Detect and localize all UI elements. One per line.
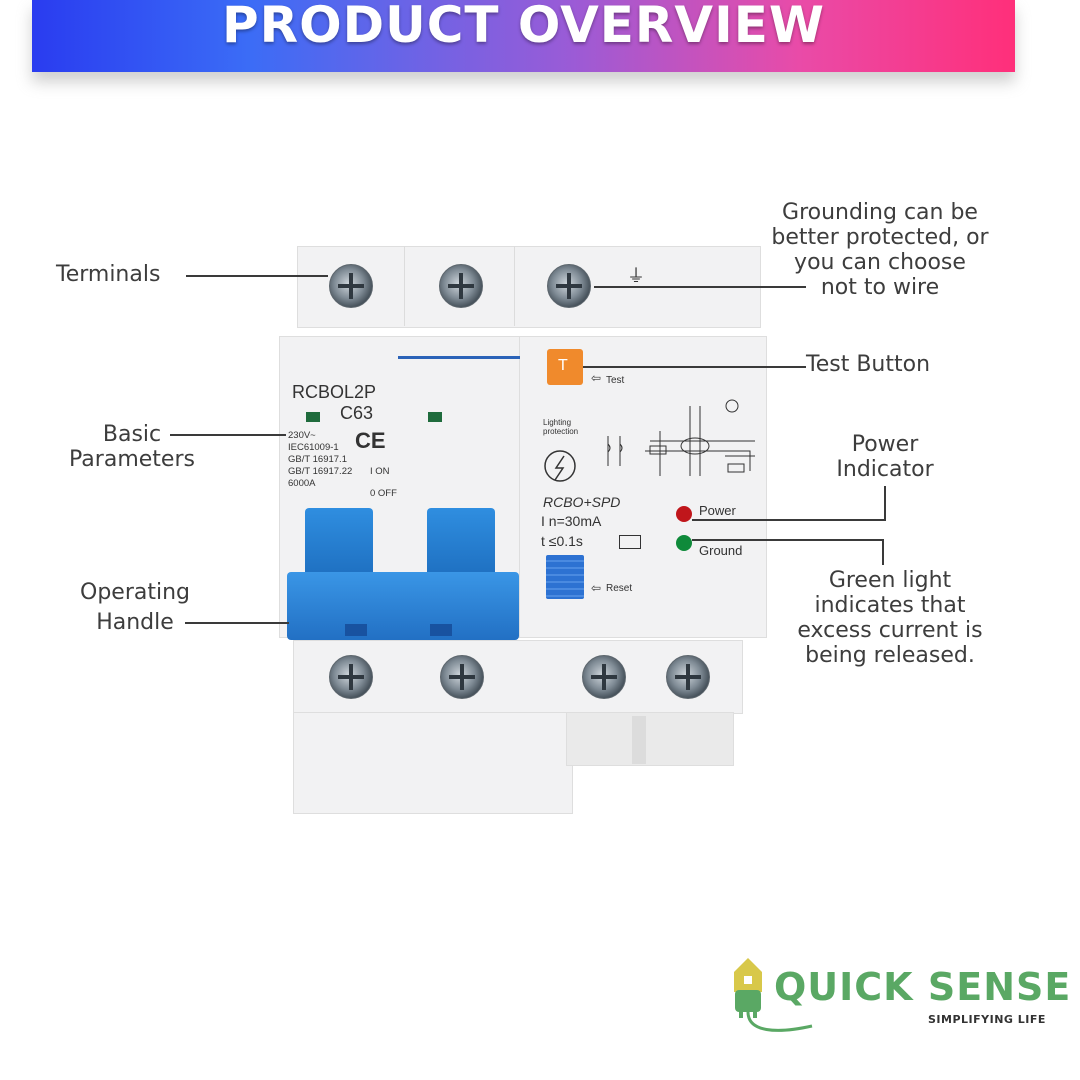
in-value: I n=30mA	[541, 513, 602, 529]
power-led-label: Power	[699, 503, 736, 518]
handle-upper-left	[305, 508, 373, 578]
terminal-screw	[666, 655, 710, 699]
reset-arrow: ⇦	[591, 581, 602, 595]
power-indicator-leader-h	[692, 519, 886, 521]
operating-handle-leader	[185, 622, 289, 624]
operating-handle-callout: Operating Handle	[60, 580, 210, 635]
callout-line: Operating	[80, 580, 190, 605]
callout-line: not to wire	[820, 275, 940, 300]
reset-button	[546, 555, 584, 599]
callout-line: you can choose	[794, 250, 966, 275]
green-light-callout: Green light indicates that excess curren…	[772, 568, 1008, 668]
reset-label: Reset	[606, 583, 633, 594]
spec-line: 6000A	[288, 478, 316, 489]
divider	[514, 246, 515, 326]
handle-notch	[430, 624, 452, 636]
ce-mark: CE	[355, 428, 386, 453]
handle-notch	[345, 624, 367, 636]
rating-label: C63	[340, 403, 374, 423]
terminal-screw	[439, 264, 483, 308]
blue-stripe	[398, 356, 520, 359]
callout-line: Handle	[96, 610, 174, 635]
callout-line: Indicator	[836, 457, 934, 482]
callout-line: Green light	[828, 568, 952, 593]
din-slot	[632, 716, 646, 764]
test-label: Test	[606, 375, 625, 386]
green-light-leader-v	[882, 539, 884, 565]
logo-icon	[734, 958, 813, 1032]
callout-line: Basic	[102, 422, 162, 447]
test-arrow: ⇦	[591, 371, 602, 385]
title-banner: PRODUCT OVERVIEW	[32, 0, 1015, 72]
grounding-leader	[594, 286, 806, 288]
rcbo-label: RCBO+SPD	[543, 494, 621, 510]
ground-led-label: Ground	[699, 543, 743, 558]
ground-symbol: ⏚	[627, 266, 645, 286]
power-led	[676, 506, 692, 522]
callout-line: being released.	[805, 643, 975, 668]
grounding-callout: Grounding can be better protected, or yo…	[752, 200, 1008, 300]
test-button-leader	[583, 366, 806, 368]
lighting-line: protection	[543, 427, 579, 436]
basic-parameters-leader	[170, 434, 286, 436]
terminal-screw	[329, 655, 373, 699]
terminal-screw	[440, 655, 484, 699]
lighting-label: Lighting protection	[543, 418, 578, 436]
handle-upper-right	[427, 508, 495, 578]
terminal-screw	[547, 264, 591, 308]
test-button-callout: Test Button	[806, 352, 931, 377]
status-window	[306, 412, 320, 422]
terminal-screw	[582, 655, 626, 699]
terminals-callout: Terminals	[56, 262, 161, 287]
lighting-line: Lighting	[543, 418, 572, 427]
terminal-screw	[329, 264, 373, 308]
logo-name: QUICK SENSE	[774, 965, 1072, 1009]
model-label: RCBOL2P	[292, 382, 377, 402]
callout-line: Grounding can be	[782, 200, 978, 225]
spec-line: GB/T 16917.22	[288, 466, 353, 477]
operating-handle	[287, 572, 519, 640]
basic-parameters-callout: Basic Parameters	[52, 422, 212, 472]
circuit-diagram	[544, 399, 755, 482]
divider	[404, 246, 405, 326]
callout-line: excess current is	[797, 618, 983, 643]
on-label: I ON	[370, 466, 390, 477]
test-button-letter: T	[558, 357, 568, 374]
spec-line: IEC61009-1	[288, 442, 339, 453]
power-indicator-leader-v	[884, 486, 886, 520]
din-base-left	[293, 712, 573, 814]
test-button: T	[547, 349, 583, 385]
terminals-leader	[186, 275, 328, 277]
green-light-leader-h	[692, 539, 884, 541]
power-indicator-callout: Power Indicator	[810, 432, 960, 482]
ac-symbol	[619, 535, 641, 549]
spec-list: 230V~ IEC61009-1 GB/T 16917.1 GB/T 16917…	[288, 430, 352, 490]
logo-tagline: SIMPLIFYING LIFE	[928, 1013, 1046, 1026]
spec-line: 230V~	[288, 430, 316, 441]
off-label: 0 OFF	[370, 488, 397, 499]
din-base-right	[566, 712, 734, 766]
callout-line: indicates that	[814, 593, 966, 618]
status-window	[428, 412, 442, 422]
callout-line: Parameters	[69, 447, 195, 472]
t-value: t ≤0.1s	[541, 533, 583, 549]
ground-led	[676, 535, 692, 551]
spec-line: GB/T 16917.1	[288, 454, 347, 465]
callout-line: Power	[851, 432, 919, 457]
banner-title: PRODUCT OVERVIEW	[221, 0, 826, 54]
callout-line: better protected, or	[771, 225, 989, 250]
